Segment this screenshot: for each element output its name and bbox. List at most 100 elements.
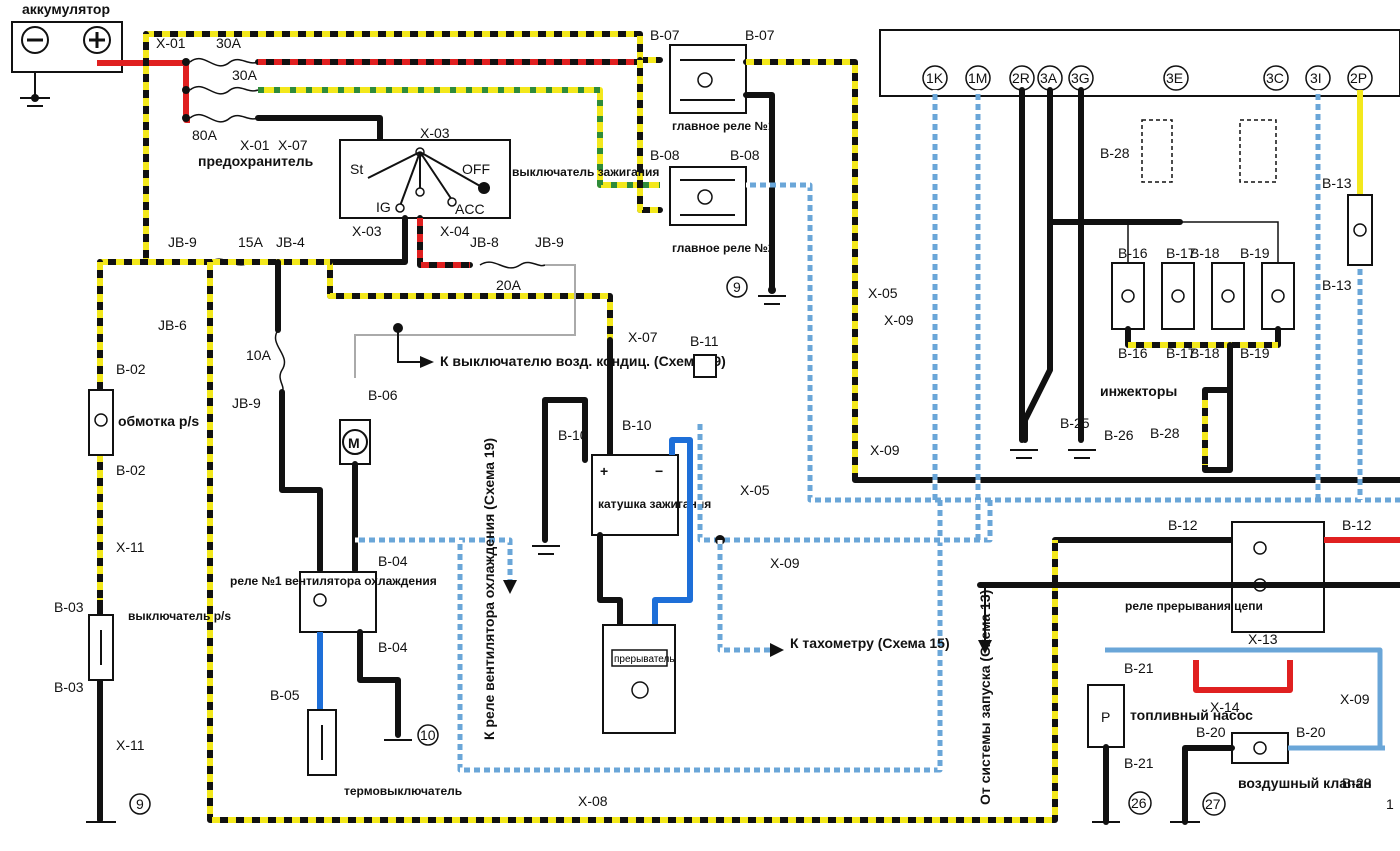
- jb6-label: JB-6: [158, 317, 187, 333]
- b13-top-label: B-13: [1322, 175, 1352, 191]
- ignition-switch: St IG ACC OFF X-03 выключатель зажигания: [339, 125, 659, 219]
- b17-top-label: B-17: [1166, 245, 1196, 261]
- edge-1-label: 1: [1386, 796, 1394, 812]
- air-valve-label: воздушный клапан: [1238, 775, 1372, 791]
- battery: аккумулятор: [11, 1, 123, 107]
- fuse-80a-label: 80A: [192, 127, 218, 143]
- circuit-relay: B-12 B-12 реле прерывания цепи X-13: [1125, 517, 1372, 647]
- to-ac-switch-label: К выключателю возд. кондиц. (Схема 19): [440, 353, 726, 369]
- fuse-30a-2: [189, 85, 259, 95]
- jb-bus: JB-9 15A JB-4 JB-8 JB-9 20A JB-6 10A JB-…: [158, 234, 564, 411]
- fuel-pump-label: топливный насос: [1130, 707, 1253, 723]
- x14-label: X-14: [1210, 699, 1240, 715]
- x03-top-label: X-03: [420, 125, 450, 141]
- ecu-3a-label: 3A: [1040, 70, 1058, 86]
- b08-left-label: B-08: [650, 147, 680, 163]
- b19-bottom-label: B-19: [1240, 345, 1270, 361]
- b07-right-label: B-07: [745, 27, 775, 43]
- ps-switch: B-03 выключатель p/s B-03: [54, 599, 231, 695]
- b19-top-label: B-19: [1240, 245, 1270, 261]
- injectors-label: инжекторы: [1100, 383, 1177, 399]
- x09-right1-label: X-09: [884, 312, 914, 328]
- x07-mid-label: X-07: [628, 329, 658, 345]
- x05-right-label: X-05: [868, 285, 898, 301]
- ps-coil: B-02 обмотка p/s B-02: [88, 361, 199, 478]
- b12-right-label: B-12: [1342, 517, 1372, 533]
- ign-st-label: St: [350, 161, 363, 177]
- ignition-coil: + − катушка зажигания: [591, 454, 711, 536]
- ps-switch-label: выключатель p/s: [128, 609, 231, 623]
- injectors: B-28 B-16 B-17 B-18 B-19 B-16 B-17 B-18 …: [1100, 119, 1295, 399]
- from-starter-label: От системы запуска (Схема 13): [977, 590, 993, 805]
- fan-relay-label: реле №1 вентилятора охлаждения: [230, 574, 437, 588]
- b13-component: [1347, 194, 1373, 266]
- b03-top-label: B-03: [54, 599, 84, 615]
- breaker: прерыватель: [602, 624, 676, 734]
- x01-bottom-label: X-01: [240, 137, 270, 153]
- b10-left-label: B-10: [558, 427, 588, 443]
- x05-mid-label: X-05: [740, 482, 770, 498]
- to-fan-relay-label: К реле вентилятора охлаждения (Схема 19): [481, 438, 497, 740]
- b28-mid-label: B-28: [1150, 425, 1180, 441]
- ign-ig-label: IG: [376, 199, 391, 215]
- b21-bottom-label: B-21: [1124, 755, 1154, 771]
- jb9-mid-label: JB-9: [232, 395, 261, 411]
- fan-relay: B-04 реле №1 вентилятора охлаждения B-04: [230, 553, 437, 655]
- b20-left-label: B-20: [1196, 724, 1226, 740]
- breaker-label: прерыватель: [614, 654, 675, 665]
- thermoswitch: B-05 термовыключатель: [270, 687, 462, 798]
- x01-top-label: X-01: [156, 35, 186, 51]
- circuit-relay-label: реле прерывания цепи: [1125, 599, 1263, 613]
- motor-label: M: [348, 435, 360, 451]
- main-relay-1-label: главное реле №1: [672, 119, 775, 133]
- b03-bottom-label: B-03: [54, 679, 84, 695]
- b26-label: B-26: [1104, 427, 1134, 443]
- fan-motor: M B-06: [339, 387, 398, 465]
- x13-label: X-13: [1248, 631, 1278, 647]
- jb8-label: JB-8: [470, 234, 499, 250]
- x03-bottom-label: X-03: [352, 223, 382, 239]
- coil-minus-label: −: [655, 463, 663, 479]
- main-relay-1: B-07 B-07 главное реле №1: [650, 27, 775, 133]
- thermoswitch-label: термовыключатель: [344, 784, 462, 798]
- ecu-3e-label: 3E: [1166, 70, 1183, 86]
- b20-right-label: B-20: [1296, 724, 1326, 740]
- b02-top-label: B-02: [116, 361, 146, 377]
- x07-top-label: X-07: [278, 137, 308, 153]
- fuse-block: X-01 30A 30A 80A X-01 X-07 предохранител…: [156, 35, 314, 169]
- ign-switch-label: выключатель зажигания: [512, 165, 659, 179]
- ground-9-mid-marker: [726, 276, 748, 298]
- jb4-label: JB-4: [276, 234, 305, 250]
- b11-label: B-11: [690, 333, 719, 349]
- x09-mid-label: X-09: [770, 555, 800, 571]
- x04-label: X-04: [440, 223, 470, 239]
- ecu-connector: 1K 1M 2R 3A 3G 3E 3C 3I 2P: [879, 29, 1400, 97]
- fuse-30a-2-label: 30A: [232, 67, 258, 83]
- x09-far-label: X-09: [1340, 691, 1370, 707]
- ps-coil-label: обмотка p/s: [118, 413, 199, 429]
- ground-9-left-label: 9: [136, 796, 144, 812]
- x11-bottom-label: X-11: [116, 737, 145, 753]
- b04-bottom-label: B-04: [378, 639, 408, 655]
- ground-26-label: 26: [1131, 795, 1147, 811]
- ecu-3g-label: 3G: [1071, 70, 1090, 86]
- ign-coil-label: катушка зажигания: [598, 497, 711, 511]
- ground-9-mid-label: 9: [733, 279, 741, 295]
- jb9-left-label: JB-9: [168, 234, 197, 250]
- b07-left-label: B-07: [650, 27, 680, 43]
- b21-top-label: B-21: [1124, 660, 1154, 676]
- ground-10-label: 10: [420, 727, 436, 743]
- b11-terminal: [693, 354, 717, 378]
- fuse-15a-label: 15A: [238, 234, 264, 250]
- x09-right2-label: X-09: [870, 442, 900, 458]
- b06-label: B-06: [368, 387, 398, 403]
- ecu-3i-label: 3I: [1310, 70, 1322, 86]
- ecu-3c-label: 3C: [1266, 70, 1284, 86]
- b28-bottom-label: B-28: [1342, 775, 1372, 791]
- b18-top-label: B-18: [1190, 245, 1220, 261]
- coil-plus-label: +: [600, 463, 608, 479]
- ign-off-label: OFF: [462, 161, 490, 177]
- b16-top-label: B-16: [1118, 245, 1148, 261]
- jb9-right-label: JB-9: [535, 234, 564, 250]
